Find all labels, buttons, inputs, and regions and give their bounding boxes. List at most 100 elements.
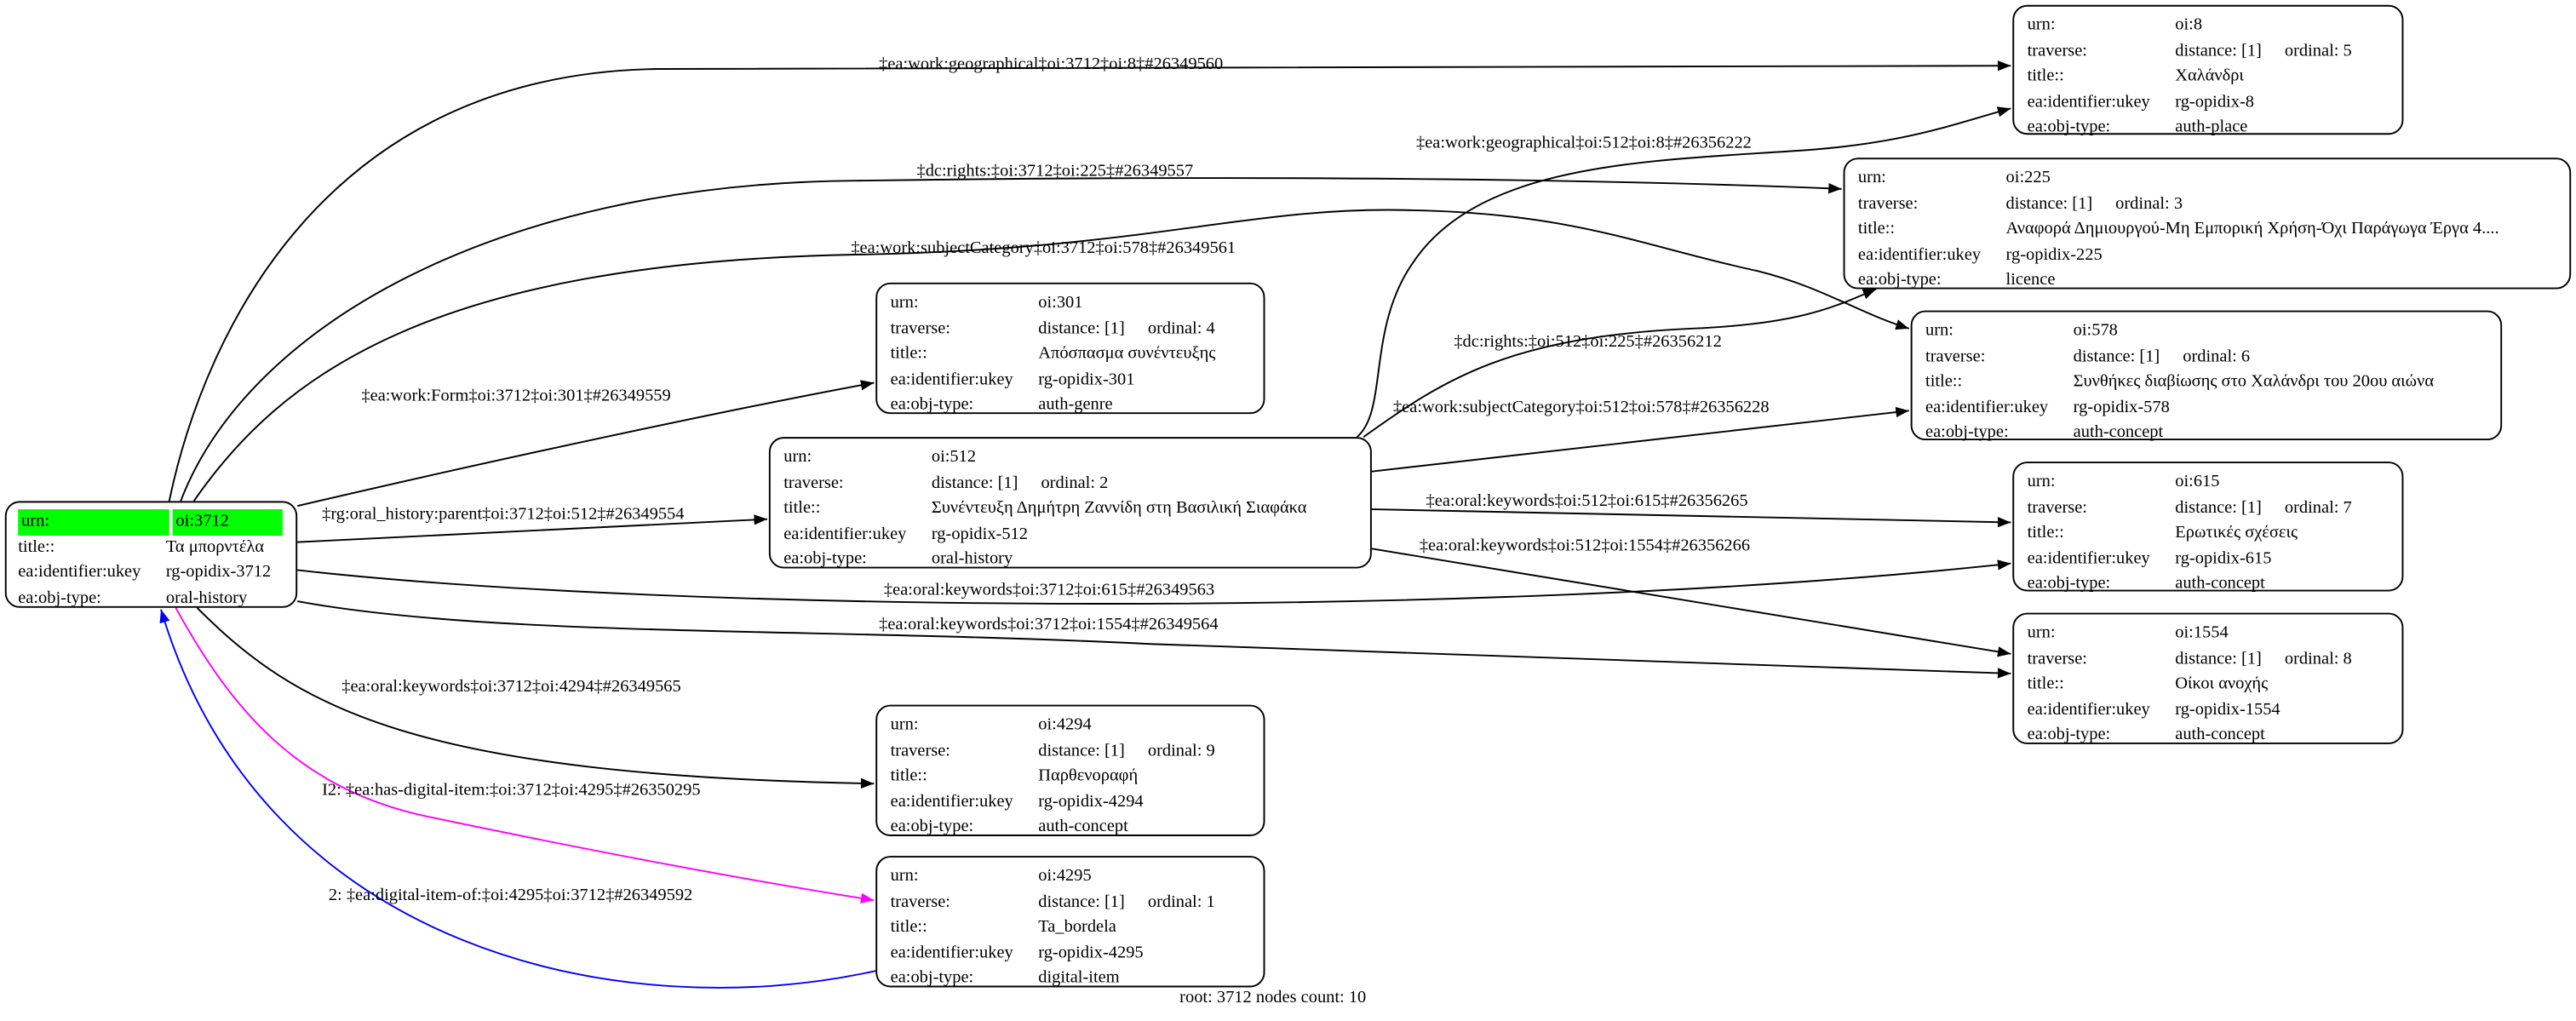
- edge-label: I2: ‡ea:has-digital-item:‡oi:3712‡oi:429…: [322, 781, 700, 800]
- field-value: oi:225: [2006, 166, 2560, 192]
- field-value: oral-history: [932, 547, 1361, 572]
- node-field-row: ea:obj-type:licence: [1858, 267, 2560, 293]
- field-value: rg-opidix-4294: [1038, 789, 1254, 815]
- field-value: rg-opidix-301: [1038, 367, 1254, 393]
- node-field-row: urn:oi:4294: [891, 713, 1254, 738]
- field-value-text: oi:225: [2005, 169, 2051, 187]
- field-key: title::: [890, 766, 927, 786]
- field-value-text: distance: [1]: [1038, 742, 1125, 760]
- edge-label: ‡ea:oral:keywords‡oi:3712‡oi:1554‡#26349…: [879, 615, 1218, 634]
- edge-label: ‡dc:rights:‡oi:512‡oi:225‡#26356212: [1454, 332, 1722, 351]
- field-value-text: oi:512: [931, 448, 977, 467]
- edge-label: ‡dc:rights:‡oi:3712‡oi:225‡#26349557: [916, 161, 1193, 180]
- ordinal-value: ordinal: 3: [2115, 194, 2183, 213]
- field-value: oi:578: [2074, 318, 2491, 344]
- edge-label: ‡rg:oral_history:parent‡oi:3712‡oi:512‡#…: [322, 505, 684, 524]
- node-field-row: traverse:distance: [1]ordinal: 3: [1858, 192, 2560, 217]
- field-value: distance: [1] ordinal: 6: [2074, 344, 2491, 370]
- footer-status: root: 3712 nodes count: 10: [1179, 989, 1367, 1007]
- field-key: traverse:: [783, 473, 844, 492]
- field-value-text: distance: [1]: [2175, 649, 2262, 668]
- field-value: oi:4294: [1038, 713, 1254, 738]
- field-value-text: rg-opidix-4295: [1038, 944, 1144, 962]
- field-value-text: digital-item: [1038, 969, 1120, 988]
- edge-label: ‡ea:work:geographical‡oi:3712‡oi:8‡#2634…: [879, 54, 1223, 73]
- field-key: ea:obj-type:: [18, 588, 101, 607]
- field-key: traverse:: [890, 892, 950, 911]
- field-key: ea:identifier:ukey: [18, 563, 141, 582]
- field-value-text: Οίκοι ανοχής: [2175, 674, 2269, 694]
- field-key: urn:: [890, 867, 919, 886]
- field-key: ea:obj-type:: [890, 395, 974, 415]
- field-value-text: rg-opidix-225: [2005, 245, 2103, 264]
- node-field-row: ea:obj-type: digital-item: [891, 966, 1254, 991]
- edge-3712-4295: [175, 607, 875, 903]
- field-value: rg-opidix-578: [2074, 395, 2491, 421]
- node-field-row: ea:obj-type:auth-genre: [891, 393, 1254, 418]
- edge-label: ‡ea:oral:keywords‡oi:512‡oi:1554‡#263562…: [1420, 536, 1750, 554]
- field-value-text: rg-opidix-578: [2073, 398, 2170, 417]
- field-value-text: Παρθενοραφή: [1038, 766, 1139, 786]
- node-oi-4295[interactable]: urn: oi:4295 traverse: distance: [1]ordinal…: [875, 856, 1265, 988]
- node-field-row: urn:oi:8: [2028, 13, 2392, 38]
- field-value-text: distance: [1]: [2005, 194, 2093, 213]
- field-value: distance: [1]ordinal: 2: [932, 471, 1361, 496]
- field-key: ea:identifier:ukey: [2027, 549, 2150, 568]
- field-value: auth-concept: [1038, 815, 1254, 840]
- field-key: urn:: [1857, 169, 1886, 187]
- field-value: oi:3712: [172, 509, 283, 535]
- field-value: distance: [1]ordinal: 7: [2175, 496, 2392, 521]
- node-field-row: ea:obj-type:auth-place: [2028, 115, 2392, 141]
- node-field-row: urn:oi:301: [891, 290, 1254, 316]
- field-value-text: rg-opidix-512: [931, 525, 1029, 543]
- node-field-row: traverse: distance: [1]ordinal: 2: [783, 471, 1360, 496]
- field-value: licence: [2006, 267, 2560, 293]
- field-value-text: Αναφορά Δημιουργού-Μη Εμπορική Χρήση-Όχι…: [2005, 220, 2499, 238]
- field-value: oi:4295: [1038, 864, 1254, 890]
- field-value-text: rg-opidix-1554: [2175, 700, 2281, 720]
- field-key: ea:obj-type:: [890, 969, 974, 988]
- node-field-row: title::Οίκοι ανοχής: [2028, 672, 2392, 697]
- ordinal-value: ordinal: 6: [2183, 347, 2251, 366]
- node-field-row: ea:obj-type:auth-concept: [891, 815, 1254, 840]
- field-value: distance: [1] ordinal: 3: [2006, 192, 2560, 217]
- field-value: Χαλάνδρι: [2175, 64, 2392, 89]
- node-field-row: traverse:distance: [1]ordinal: 6: [1925, 344, 2491, 370]
- field-value: rg-opidix-1554: [2175, 697, 2392, 723]
- field-value: distance: [1]ordinal: 1: [1038, 890, 1254, 915]
- field-key: ea:identifier:ukey: [890, 792, 1013, 812]
- node-field-row: traverse:distance: [1]ordinal: 7: [2028, 496, 2392, 521]
- field-value-text: distance: [1]: [2073, 347, 2160, 366]
- field-value-text: oi:1554: [2175, 624, 2229, 643]
- edge-3712-301: [296, 380, 875, 508]
- field-value: rg-opidix-3712: [166, 560, 286, 586]
- field-value: Ta_bordela: [1038, 915, 1254, 941]
- node-field-row: ea:identifier:ukey rg-opidix-3712: [18, 560, 285, 586]
- field-key: title::: [1857, 220, 1896, 238]
- node-oi-512[interactable]: urn:oi:512 traverse: distance: [1]ordinal:…: [768, 437, 1372, 569]
- field-value: distance: [1] ordinal: 9: [1038, 738, 1254, 764]
- field-key: ea:identifier:ukey: [890, 370, 1013, 389]
- ordinal-value: ordinal: 9: [1147, 742, 1215, 760]
- field-key: ea:obj-type:: [783, 550, 867, 569]
- node-field-row: urn:oi:512: [783, 445, 1360, 471]
- field-key: ea:identifier:ukey: [1857, 245, 1982, 264]
- node-field-row: traverse: distance: [1]ordinal: 1: [891, 890, 1254, 915]
- node-field-row: urn:oi:1554: [2028, 621, 2392, 646]
- field-key: title::: [2027, 674, 2064, 694]
- edge-3712-615: [297, 559, 2011, 605]
- edge-3712-1554: [297, 600, 2011, 679]
